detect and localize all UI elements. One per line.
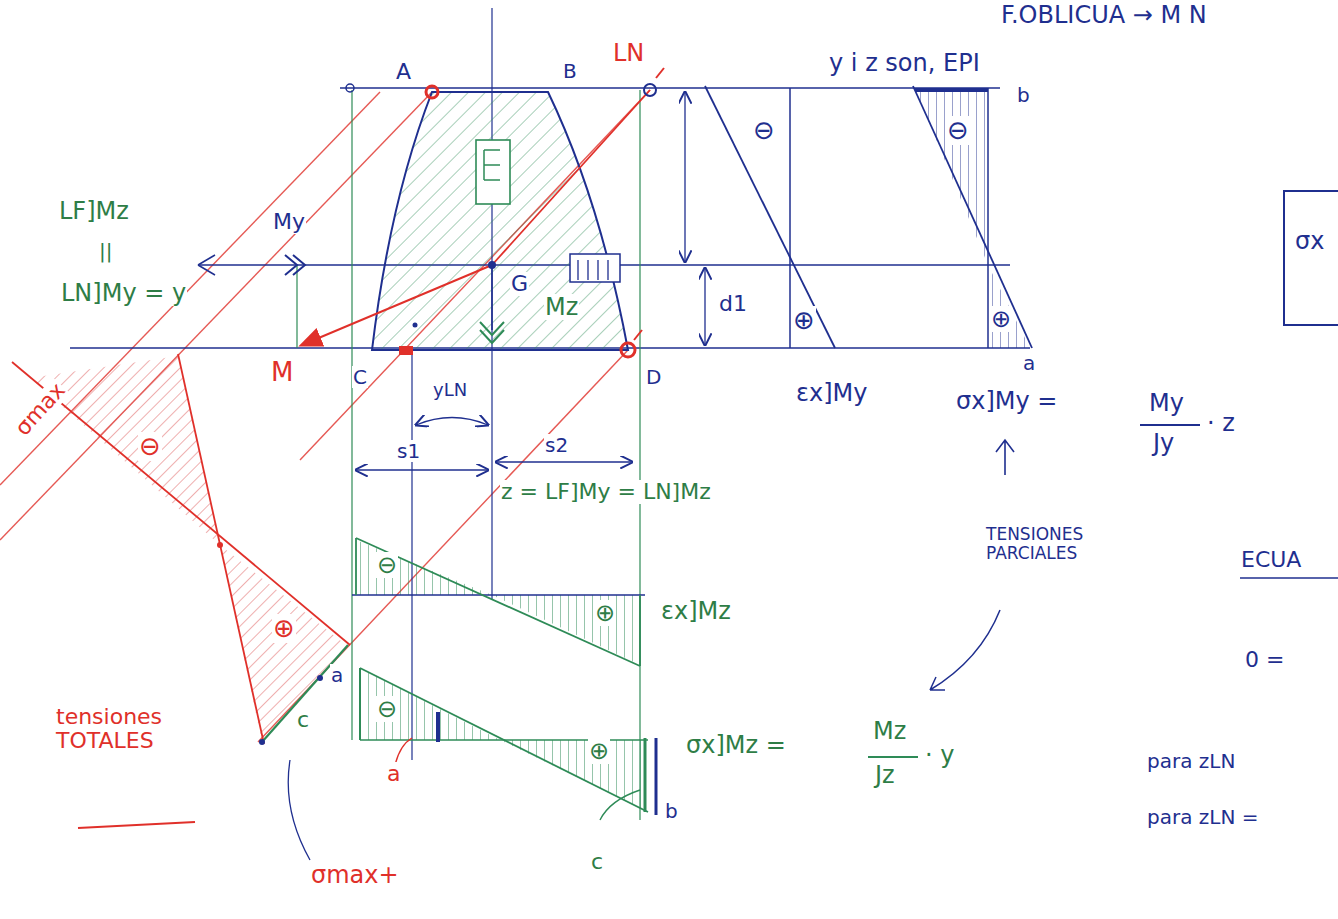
point-name: b xyxy=(664,800,679,822)
sign-symbol: ⊕ xyxy=(990,306,1012,332)
equality-sign: || xyxy=(98,240,113,262)
formula: σx]My = xyxy=(955,388,1058,414)
point-name: B xyxy=(562,60,578,82)
formula: My xyxy=(1148,390,1185,416)
diagram-name: εx]Mz xyxy=(660,598,732,624)
stress-name: σmax xyxy=(10,378,71,442)
stress-name: σmax+ xyxy=(310,862,400,888)
axis-name: LF]Mz xyxy=(58,198,130,224)
sign-symbol: ⊖ xyxy=(376,696,398,722)
note: para zLN = xyxy=(1146,806,1260,828)
axis-name: LN xyxy=(612,40,645,66)
point-name: D xyxy=(645,366,662,388)
dimension: s1 xyxy=(396,440,421,462)
point-name: a xyxy=(1022,352,1036,374)
point-name: c xyxy=(590,850,604,874)
formula: σx]Mz = xyxy=(685,732,787,758)
sign-symbol: ⊖ xyxy=(946,116,970,145)
note: y i z son, EPI xyxy=(828,50,981,76)
point-name: C xyxy=(352,366,368,388)
moment-name: M xyxy=(270,358,294,387)
sign-symbol: ⊕ xyxy=(588,738,610,764)
note: F.OBLICUA → M N xyxy=(1000,2,1208,28)
point-name: a xyxy=(386,762,401,786)
sign-symbol: ⊖ xyxy=(138,432,162,461)
axis-name: LN]My = y xyxy=(60,280,187,306)
dimension: s2 xyxy=(544,434,569,456)
formula: · z xyxy=(1206,410,1236,436)
point-name: b xyxy=(1016,84,1031,106)
formula: Mz xyxy=(872,718,907,744)
note: TENSIONES PARCIALES xyxy=(985,525,1162,562)
formula: · y xyxy=(924,742,955,768)
box-text: σx xyxy=(1285,192,1338,254)
moment-name: Mz xyxy=(544,294,579,320)
point-name: A xyxy=(395,60,412,84)
diagram-name: εx]My xyxy=(795,380,868,406)
sign-symbol: ⊖ xyxy=(752,116,776,145)
point-name: G xyxy=(510,272,529,296)
formula: Jy xyxy=(1152,430,1175,456)
sign-symbol: ⊕ xyxy=(792,306,816,335)
formula: Jz xyxy=(874,762,896,788)
point-name: c xyxy=(296,708,310,732)
formula: 0 = xyxy=(1244,648,1285,672)
note: para zLN xyxy=(1146,750,1236,772)
axis-name: z = LF]My = LN]Mz xyxy=(500,480,712,504)
point-name: a xyxy=(330,664,344,686)
heading: ECUA xyxy=(1240,548,1302,572)
sign-symbol: ⊖ xyxy=(376,552,398,578)
dimension: yLN xyxy=(432,380,468,400)
note: tensiones TOTALES xyxy=(55,705,207,753)
sign-symbol: ⊕ xyxy=(594,600,616,626)
stress-box: σx xyxy=(1283,190,1338,326)
sign-symbol: ⊕ xyxy=(272,614,296,643)
moment-name: My xyxy=(272,210,306,234)
dimension: d1 xyxy=(718,292,748,316)
